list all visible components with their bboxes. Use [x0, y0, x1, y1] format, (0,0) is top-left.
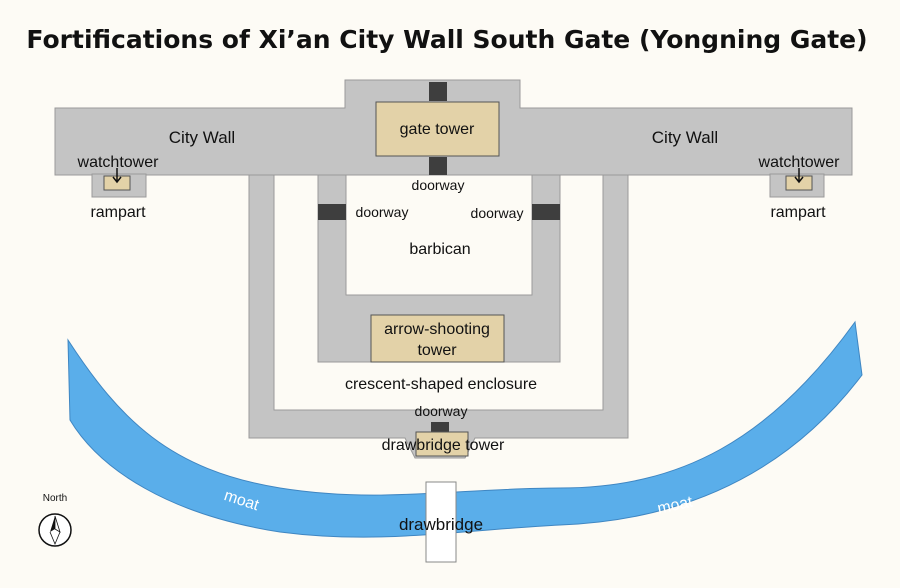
crescent-enclosure-label: crescent-shaped enclosure: [345, 376, 537, 393]
doorway-left: [318, 204, 346, 220]
drawbridge-label: drawbridge: [399, 515, 483, 534]
gate-tower-label: gate tower: [400, 121, 475, 138]
arrow-tower-label-line2: tower: [417, 342, 457, 359]
watchtower-right-arrow-icon: [794, 168, 804, 184]
moat: [67, 320, 863, 538]
city-wall-label-right: City Wall: [652, 128, 718, 147]
north-compass-icon: [38, 513, 72, 547]
doorway-bottom: [431, 422, 449, 432]
doorway-top-label: doorway: [412, 177, 465, 193]
doorway-north: [429, 82, 447, 101]
watchtower-left-arrow-icon: [112, 168, 122, 184]
rampart-label-left: rampart: [90, 204, 146, 221]
drawbridge-tower: [415, 431, 469, 457]
doorway-right-label: doorway: [471, 205, 524, 221]
barbican-label: barbican: [409, 241, 470, 258]
doorway-left-label: doorway: [356, 204, 409, 220]
arrow-tower-label-line1: arrow-shooting: [384, 321, 490, 338]
gate-tower: [375, 101, 500, 157]
doorway-bottom-label: doorway: [415, 403, 468, 419]
crescent-enclosure-wall: [248, 174, 629, 459]
north-label: North: [43, 493, 67, 504]
city-wall-label-left: City Wall: [169, 128, 235, 147]
doorway-top: [429, 157, 447, 175]
drawbridge: [425, 481, 457, 563]
arrow-shooting-tower: [370, 314, 505, 363]
diagram-title: Fortifications of Xi’an City Wall South …: [26, 25, 867, 54]
drawbridge-tower-label: drawbridge tower: [382, 437, 505, 454]
rampart-label-right: rampart: [770, 204, 826, 221]
watchtower-label-left: watchtower: [77, 154, 160, 171]
doorway-right: [532, 204, 560, 220]
watchtower-label-right: watchtower: [758, 154, 841, 171]
